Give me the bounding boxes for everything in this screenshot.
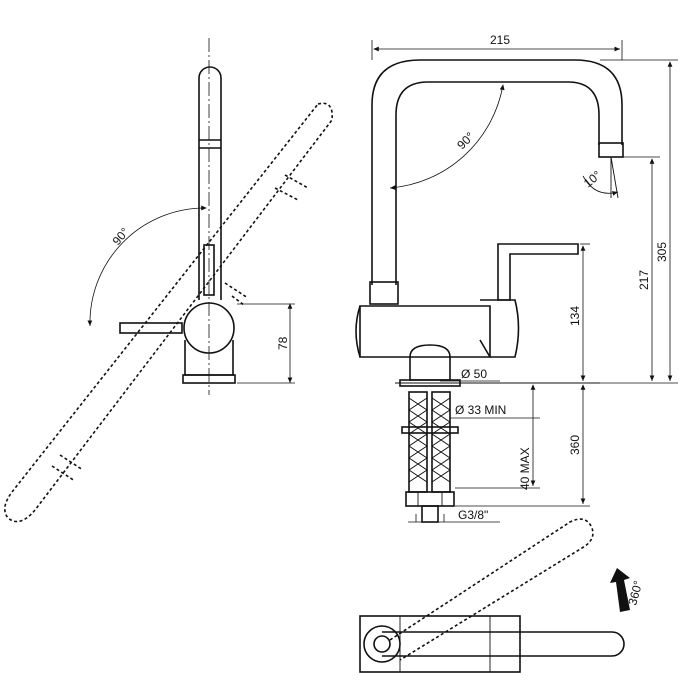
under-length-label: 360: [568, 435, 582, 455]
body-height-label: 134: [568, 306, 582, 326]
spout-height-label: 217: [637, 270, 651, 290]
lever-angle-label: 90°: [110, 225, 133, 248]
rotation-label: 360°: [625, 579, 645, 607]
hole-diameter-label: Ø 50: [461, 367, 487, 381]
deck-max-label: 40 MAX: [518, 447, 532, 490]
side-height-label: 78: [276, 336, 290, 350]
top-view: 360°: [359, 518, 645, 673]
top-width-label: 215: [490, 33, 510, 47]
total-height-label: 305: [655, 242, 669, 262]
side-view: 90° 78: [4, 38, 334, 523]
hole-min-label: Ø 33 MIN: [455, 403, 506, 417]
thread-label: G3/8": [458, 508, 488, 522]
outlet-angle-label: 10°: [581, 168, 604, 191]
spout-angle-label: 90°: [454, 129, 477, 152]
front-view: 90° 10° 215 305 217 134 360 40 MAX Ø 5: [355, 33, 678, 523]
